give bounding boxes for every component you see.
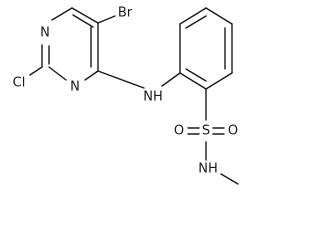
chemical-structure-diagram: Br N N Cl NH S O O NH	[13, 6, 239, 185]
bond-b3-b4	[205, 7, 233, 25]
bond-b2-b3-inner	[185, 15, 207, 29]
atom-sulfur: S	[202, 124, 210, 139]
bond-b2-b3	[179, 7, 207, 25]
bond-c2-cl	[29, 66, 43, 76]
atom-oxygen-right: O	[228, 124, 238, 139]
bond-b6-b1-inner	[185, 68, 207, 82]
bonds	[29, 7, 239, 185]
atom-oxygen-left: O	[174, 124, 184, 139]
atom-labels: Br N N Cl NH S O O NH	[13, 6, 238, 177]
bond-c5-c6	[71, 7, 99, 24]
atom-pyrimidine-n-upper: N	[40, 26, 50, 41]
bond-c5-br	[97, 15, 116, 24]
bond-c2-n3	[48, 66, 67, 81]
atom-bromine: Br	[118, 6, 133, 21]
bond-b5-b6	[205, 72, 233, 90]
bond-c6-n1	[51, 7, 73, 21]
atom-sulfonamide-nh: NH	[198, 162, 218, 177]
atom-pyrimidine-n-lower: N	[70, 80, 80, 95]
bond-nh-methyl	[220, 173, 239, 185]
bond-n3-c4	[84, 70, 99, 81]
bond-nh-b1	[161, 72, 181, 87]
atom-amine-nh: NH	[143, 90, 163, 105]
bond-c4-nh	[97, 70, 145, 89]
bond-b6-b1	[179, 72, 207, 90]
bond-c5-c6-inner	[72, 14, 94, 28]
atom-chlorine: Cl	[13, 76, 26, 91]
